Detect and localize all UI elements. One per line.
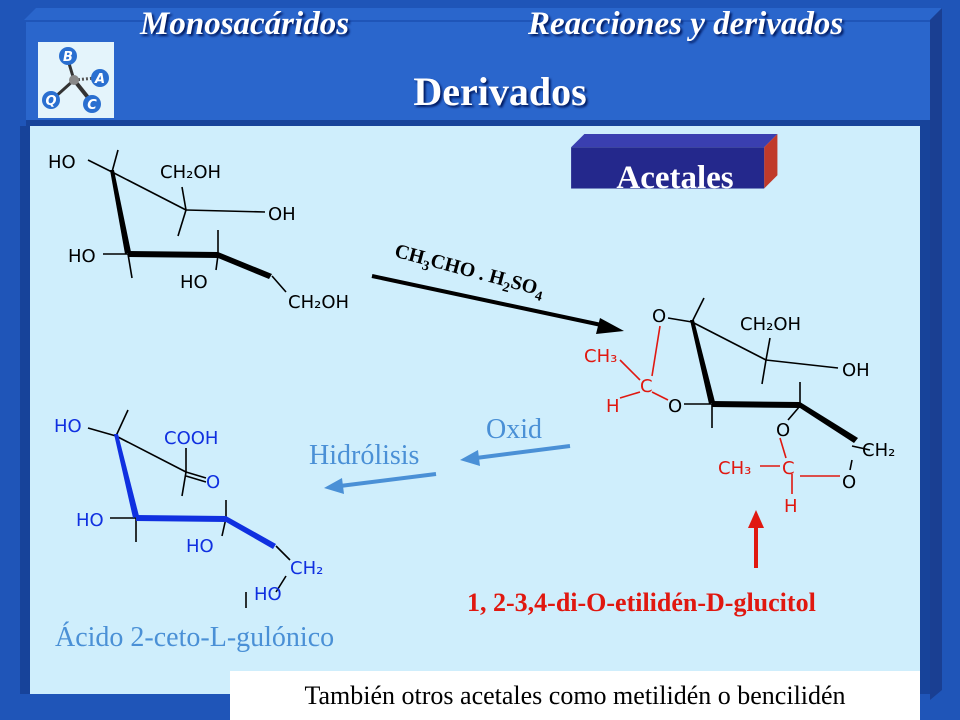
acid-ho-3: HO bbox=[186, 536, 214, 557]
acetal-o-3: O bbox=[776, 420, 790, 441]
footnote-box: También otros acetales como metilidén o … bbox=[230, 671, 920, 720]
acid-structure: HO COOH O HO HO CH₂ HO bbox=[54, 409, 323, 608]
reaction-arrow bbox=[371, 274, 624, 334]
acetal-structure: O CH₂OH OH CH₃ C H O O CH₂ CH₃ C H O bbox=[584, 297, 895, 517]
acetal-ch2oh: CH₂OH bbox=[740, 314, 801, 335]
sorbose-oh: OH bbox=[268, 204, 296, 225]
acetal-ch2: CH₂ bbox=[862, 440, 895, 461]
hidrolisis-arrow bbox=[324, 472, 437, 494]
acid-ho-1: HO bbox=[54, 416, 82, 437]
acetal-c-1: C bbox=[640, 376, 653, 397]
sorbose-ho-1: HO bbox=[48, 152, 76, 173]
acetal-h-2: H bbox=[784, 496, 798, 517]
acetal-oh: OH bbox=[842, 360, 870, 381]
product-name-label: 1, 2-3,4-di-O-etilidén-D-glucitol bbox=[467, 588, 816, 617]
acetal-h-1: H bbox=[606, 396, 620, 417]
sorbose-ho-3: HO bbox=[180, 272, 208, 293]
acetales-box bbox=[571, 134, 778, 189]
acetal-o-2: O bbox=[668, 396, 682, 417]
logo-letter-c: C bbox=[87, 98, 97, 113]
molecule-logo-icon: B A C Q bbox=[38, 42, 114, 118]
acetal-c-2: C bbox=[782, 458, 795, 479]
sorbose-ch2oh-1: CH₂OH bbox=[160, 162, 221, 183]
acetal-ch3-1: CH₃ bbox=[584, 346, 617, 367]
acetales-label: Acetales bbox=[616, 160, 734, 196]
slide-title: Derivados bbox=[413, 69, 587, 114]
acid-ho-2: HO bbox=[76, 510, 104, 531]
acid-name-label: Ácido 2-ceto-L-gulónico bbox=[55, 622, 335, 653]
acetal-o-4: O bbox=[842, 472, 856, 493]
header-right-title: Reacciones y derivados bbox=[528, 6, 844, 42]
product-pointer-arrow bbox=[748, 510, 764, 568]
acid-ho-4: HO bbox=[254, 584, 282, 605]
logo-letter-a: A bbox=[94, 72, 105, 87]
hidrolisis-label: Hidrólisis bbox=[309, 440, 420, 471]
acid-ch2: CH₂ bbox=[290, 558, 323, 579]
oxid-label: Oxid bbox=[486, 414, 542, 445]
acid-o-keto: O bbox=[206, 472, 220, 493]
logo-letter-b: B bbox=[63, 50, 73, 65]
header-left-title: Monosacáridos bbox=[140, 6, 350, 42]
content-panel bbox=[30, 126, 920, 694]
oxid-arrow bbox=[460, 444, 571, 466]
sorbose-structure: HO CH₂OH OH HO HO CH₂OH bbox=[48, 149, 349, 313]
acid-cooh: COOH bbox=[164, 428, 218, 449]
logo-letter-q: Q bbox=[45, 94, 56, 109]
sorbose-ho-2: HO bbox=[68, 246, 96, 267]
acetal-ch3-2: CH₃ bbox=[718, 458, 751, 479]
sorbose-ch2oh-2: CH₂OH bbox=[288, 292, 349, 313]
acetal-o-1: O bbox=[652, 306, 666, 327]
